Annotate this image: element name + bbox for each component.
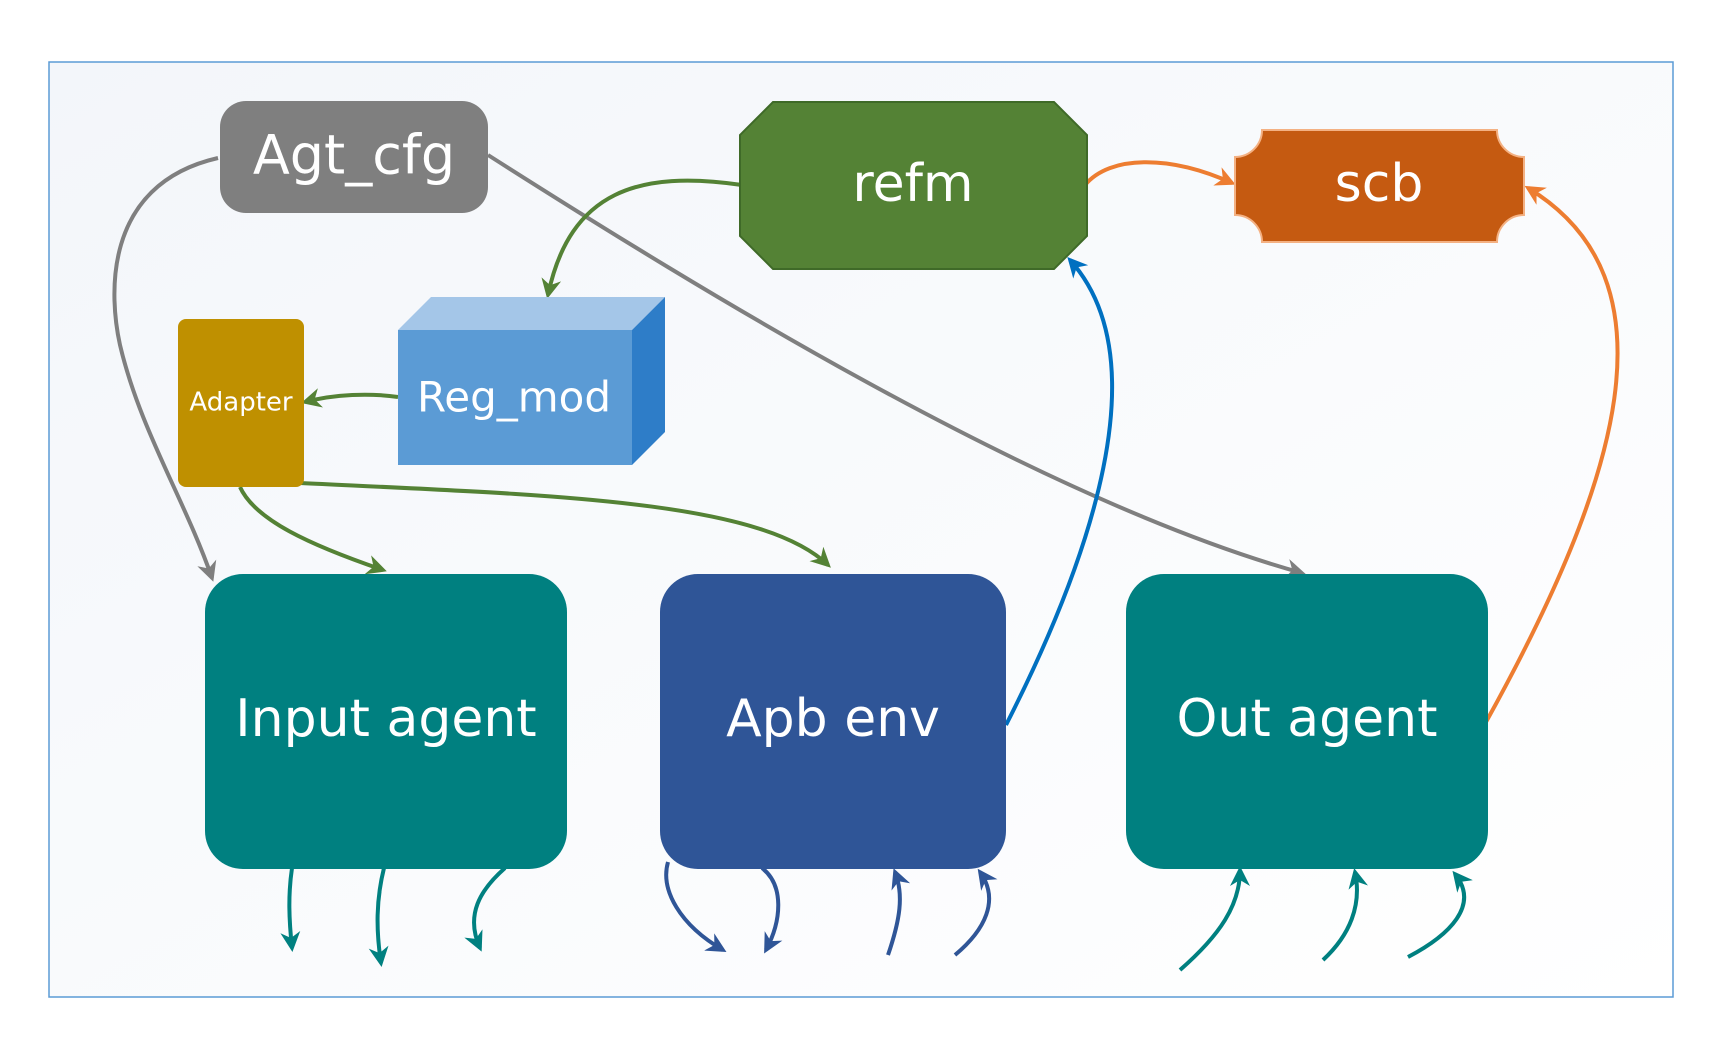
input-agent-box	[205, 574, 567, 869]
port-arrow-out-2	[1321, 868, 1369, 962]
node-out-agent[interactable]: Out agent	[1126, 574, 1488, 869]
port-arrow-input-2	[368, 867, 389, 967]
port-arrow-apb-1	[664, 861, 727, 953]
reg-mod-front-face	[398, 330, 632, 465]
node-input-agent[interactable]: Input agent	[205, 574, 567, 869]
out-agent-box	[1126, 574, 1488, 869]
scb-label: scb	[1335, 154, 1424, 214]
scb-box	[1234, 129, 1525, 243]
apb-env-label: Apb env	[726, 689, 940, 749]
edge-adapter-to-apb-env	[299, 481, 831, 568]
edge-refm-to-reg-mod	[541, 178, 743, 299]
reg-mod-top-face	[398, 297, 665, 330]
port-arrow-input-3	[464, 866, 507, 952]
adapter-box	[178, 319, 304, 487]
edge-out-agent-to-scb	[1484, 185, 1620, 723]
input-agent-label: Input agent	[235, 689, 536, 749]
port-arrow-input-1	[280, 867, 301, 952]
port-arrow-apb-3	[886, 868, 911, 956]
apb-env-box	[660, 574, 1006, 869]
edge-apb-env-to-refm	[1004, 257, 1115, 726]
node-agt-cfg[interactable]: Agt_cfg	[220, 101, 488, 213]
edge-adapter-to-input-agent	[238, 486, 387, 575]
agt-cfg-label: Agt_cfg	[253, 124, 455, 187]
port-arrow-apb-4	[953, 868, 998, 957]
edge-agt-cfg-to-out-agent	[486, 153, 1306, 579]
refm-box	[739, 101, 1088, 270]
out-agent-label: Out agent	[1176, 689, 1437, 749]
node-adapter[interactable]: Adapter	[178, 319, 304, 487]
agt-cfg-box	[220, 101, 488, 213]
port-arrow-out-3	[1407, 870, 1473, 959]
port-arrow-apb-2	[760, 866, 783, 954]
edge-reg-mod-to-adapter	[301, 388, 399, 408]
node-scb[interactable]: scb	[1234, 129, 1525, 243]
node-apb-env[interactable]: Apb env	[660, 574, 1006, 869]
edge-agt-cfg-to-input-agent	[112, 156, 219, 582]
reg-mod-label: Reg_mod	[417, 373, 611, 422]
adapter-label: Adapter	[189, 388, 292, 418]
node-refm[interactable]: refm	[739, 101, 1088, 270]
node-reg-mod[interactable]: Reg_mod	[398, 297, 665, 465]
port-arrow-out-1	[1178, 866, 1250, 972]
reg-mod-side-face	[632, 297, 665, 465]
refm-label: refm	[852, 154, 973, 214]
edge-refm-to-scb	[1083, 160, 1236, 187]
